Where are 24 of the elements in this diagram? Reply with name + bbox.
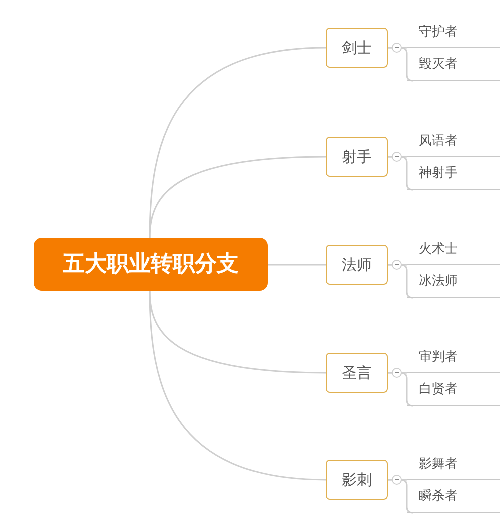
connector-line [388,479,414,514]
topic-box: 圣言 [326,353,388,393]
subtopic-label: 瞬杀者 [407,482,500,513]
subtopic-label: 火术士 [407,235,500,265]
root-topic-box: 五大职业转职分支 [34,238,268,291]
subtopic-label: 审判者 [407,343,500,373]
connector-line [268,264,326,266]
subtopic-label: 神射手 [407,159,500,190]
subtopic-label: 影舞者 [407,450,500,480]
connector-line [149,156,326,238]
connector-line [388,372,414,407]
subtopic-label: 白贤者 [407,375,500,406]
connector-line [388,47,414,82]
subtopic-label: 毁灭者 [407,50,500,81]
subtopic-label: 冰法师 [407,267,500,298]
subtopic-label: 风语者 [407,127,500,157]
connector-line [149,290,326,481]
topic-box: 影刺 [326,460,388,500]
topic-box: 法师 [326,245,388,285]
subtopic-label: 守护者 [407,18,500,48]
connector-line [388,264,414,299]
topic-box: 射手 [326,137,388,177]
connector-line [388,156,414,191]
topic-box: 剑士 [326,28,388,68]
